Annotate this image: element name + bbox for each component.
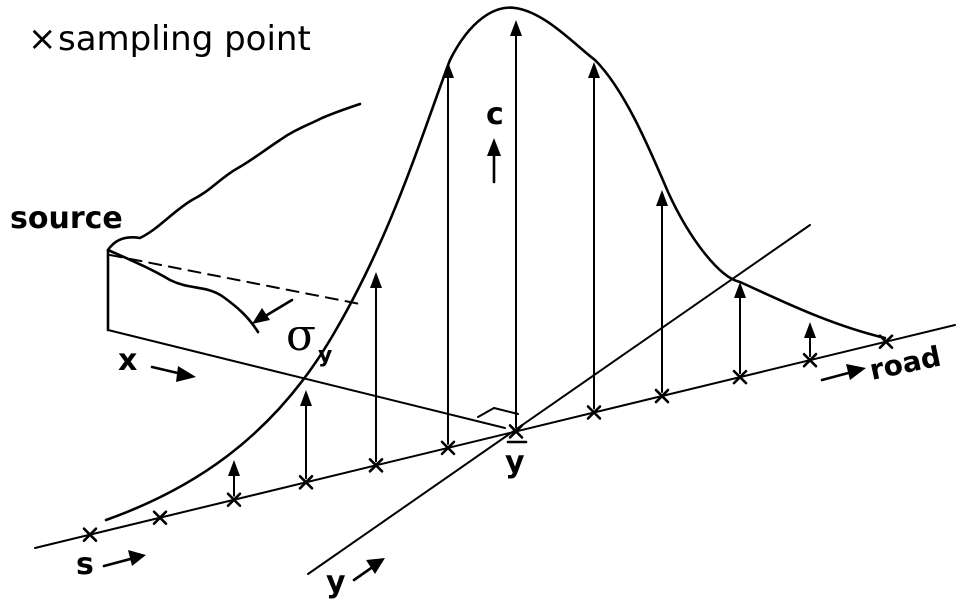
concentration-arrow-head [588,62,600,78]
concentration-arrow-head [510,20,522,36]
concentration-curve [104,6,887,522]
sampling-point-mark [298,475,314,490]
legend-marker: × [28,19,57,59]
x-label: x [118,343,137,378]
sampling-point-mark [732,369,748,385]
y-bar-label: y [505,445,525,480]
y-arrow-head [366,558,385,574]
road-arrow-shaft [820,370,854,382]
c-arrow-head [487,138,501,156]
concentration-label: c [486,97,504,132]
x-arrow-head [176,366,196,382]
dashed-projection-line [109,254,361,305]
s-arrow-head [128,550,146,566]
s-arrow-shaft [102,556,136,568]
concentration-arrow-head [442,62,454,78]
source-top-edge [106,102,362,252]
sampling-point-mark [82,527,98,542]
source-block [106,102,506,429]
concentration-arrow-head [734,282,746,298]
road-line [34,324,956,549]
x-arrow-shaft [150,365,184,376]
sampling-point-mark [508,424,524,439]
concentration-arrow-head [656,190,668,206]
direction-arrows [102,138,866,582]
sigma-arrow-head [252,308,270,324]
right-angle-marker [477,406,519,418]
s-label: s [76,547,94,582]
sigma-arrow-shaft [260,298,294,320]
source-label: source [10,201,123,236]
x-direction-line [107,329,506,429]
sampling-points [82,20,894,542]
sampling-point-mark [878,334,894,350]
road-arrow-head [846,364,866,380]
sampling-point-mark [440,440,456,456]
sampling-point-mark [152,510,168,526]
sampling-point-mark [802,352,818,368]
concentration-arrow-head [370,272,382,288]
concentration-arrow-head [804,322,816,338]
y-axis-line [307,224,811,575]
sampling-point-mark [654,388,670,404]
sampling-point-mark [586,405,602,420]
sigma-label: σ [286,310,316,361]
concentration-arrow-head [300,390,312,406]
sampling-point-mark [226,492,242,508]
source-side-edge [106,248,260,334]
legend-text: sampling point [58,19,311,59]
y-label: y [326,565,346,600]
sampling-point-mark [368,458,384,473]
y-arrow-shaft [352,564,376,582]
road-label: road [867,340,944,387]
sigma-subscript: y [318,343,332,368]
concentration-arrow-head [228,460,240,476]
